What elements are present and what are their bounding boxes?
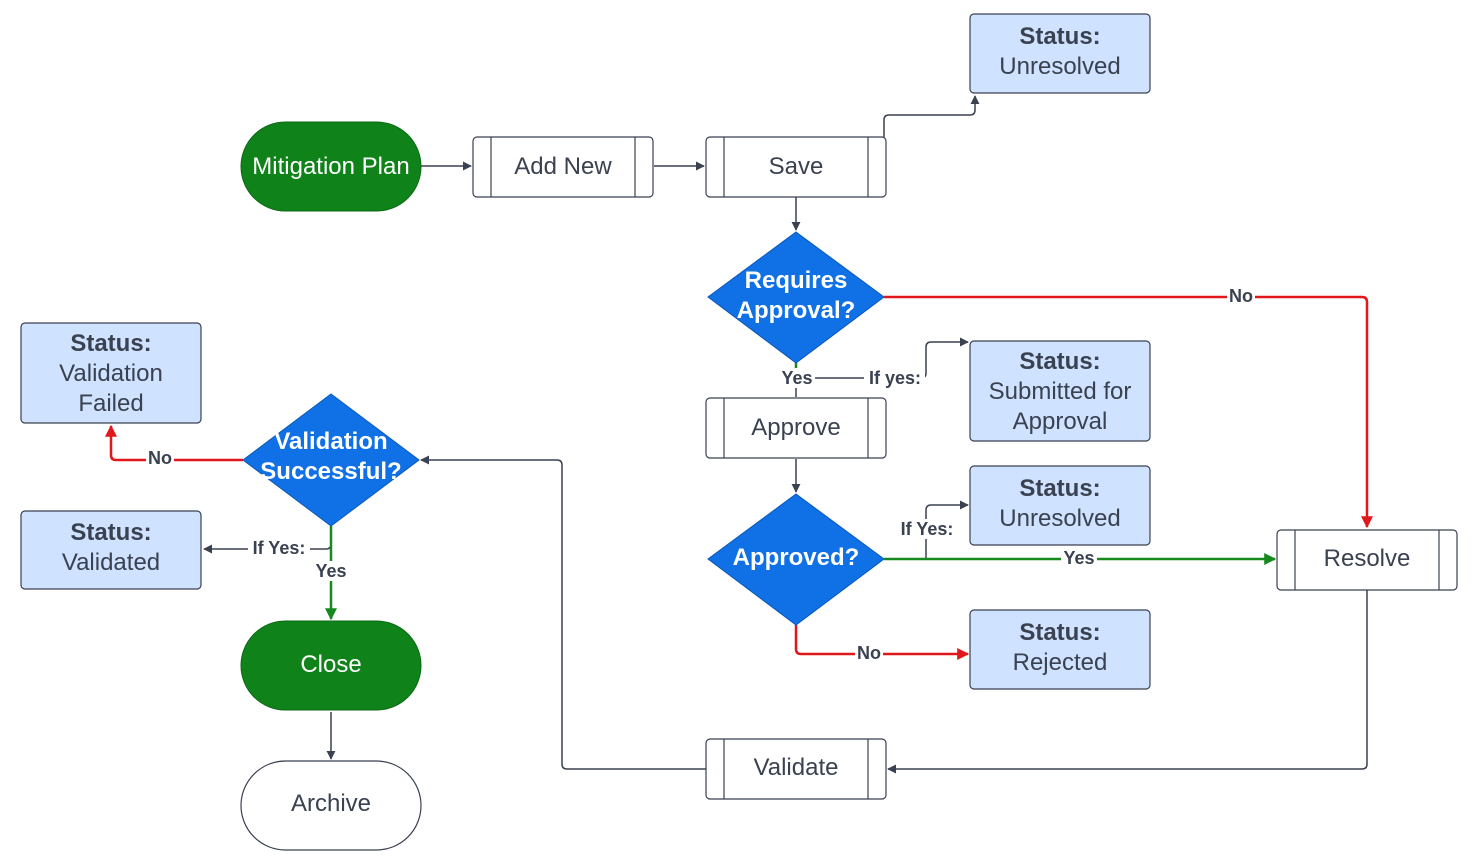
svg-text:No: No (857, 643, 881, 663)
edge-approved-no (794, 625, 970, 660)
node-add-new: Add New (472, 136, 654, 198)
label-approved-yes: Yes (1061, 548, 1097, 568)
svg-text:Failed: Failed (78, 390, 143, 417)
edge-save-to-status-unresolved (883, 95, 980, 137)
status-submitted-for-approval: Status: Submitted for Approval (969, 340, 1151, 442)
svg-text:Submitted for: Submitted for (989, 378, 1132, 405)
status-unresolved-top: Status: Unresolved (969, 13, 1151, 94)
svg-text:Approved?: Approved? (733, 544, 860, 571)
decision-validation-successful: Validation Successful? (242, 393, 420, 527)
node-approve: Approve (705, 397, 887, 459)
svg-text:Status:: Status: (1019, 475, 1100, 502)
svg-text:If yes:: If yes: (869, 368, 921, 388)
edge-requires-no (884, 295, 1373, 529)
edge-validate-to-validation (420, 455, 706, 770)
svg-text:Approval?: Approval? (737, 297, 856, 324)
svg-text:Archive: Archive (291, 790, 371, 817)
svg-text:Validated: Validated (62, 549, 160, 576)
svg-text:Status:: Status: (1019, 23, 1100, 50)
decision-requires-approval: Requires Approval? (707, 231, 885, 364)
svg-text:Mitigation Plan: Mitigation Plan (252, 153, 409, 180)
svg-text:Status:: Status: (70, 330, 151, 357)
edge-validation-no (105, 424, 243, 462)
label-requires-no: No (1227, 286, 1255, 306)
svg-text:No: No (148, 448, 172, 468)
svg-text:Approve: Approve (751, 414, 840, 441)
status-validation-failed: Status: Validation Failed (20, 322, 202, 424)
label-if-yes-upper: If Yes: (896, 519, 958, 539)
svg-text:If Yes:: If Yes: (901, 519, 954, 539)
svg-text:Validation: Validation (59, 360, 163, 387)
node-archive: Archive (240, 760, 422, 851)
svg-text:Yes: Yes (315, 561, 346, 581)
label-approved-no: No (855, 643, 883, 663)
node-validate: Validate (705, 738, 887, 800)
node-save: Save (705, 136, 887, 198)
svg-text:Status:: Status: (1019, 619, 1100, 646)
label-validation-no: No (146, 448, 174, 468)
label-validation-if-yes: If Yes: (248, 538, 310, 558)
svg-text:No: No (1229, 286, 1253, 306)
svg-text:Validate: Validate (754, 754, 839, 781)
svg-text:Save: Save (769, 153, 824, 180)
label-if-yes-lower: If yes: (864, 368, 925, 388)
svg-text:Approval: Approval (1013, 408, 1108, 435)
svg-text:Status:: Status: (1019, 348, 1100, 375)
status-rejected: Status: Rejected (969, 609, 1151, 690)
status-validated: Status: Validated (20, 510, 202, 590)
svg-text:Unresolved: Unresolved (999, 505, 1120, 532)
svg-text:Unresolved: Unresolved (999, 53, 1120, 80)
label-validation-yes: Yes (313, 561, 349, 581)
node-resolve: Resolve (1276, 529, 1458, 591)
svg-text:If Yes:: If Yes: (253, 538, 306, 558)
label-requires-yes: Yes (779, 368, 815, 388)
svg-text:Status:: Status: (70, 519, 151, 546)
svg-text:Rejected: Rejected (1013, 649, 1108, 676)
svg-text:Requires: Requires (745, 267, 848, 294)
decision-approved: Approved? (707, 493, 885, 626)
node-mitigation-plan: Mitigation Plan (240, 121, 422, 212)
svg-text:Resolve: Resolve (1324, 545, 1411, 572)
svg-text:Validation: Validation (274, 428, 387, 455)
svg-text:Add New: Add New (514, 153, 612, 180)
svg-text:Close: Close (300, 651, 361, 678)
svg-text:Yes: Yes (781, 368, 812, 388)
edge-if-yes-unresolved (925, 500, 969, 559)
status-unresolved-mid: Status: Unresolved (969, 465, 1151, 546)
svg-text:Yes: Yes (1063, 548, 1094, 568)
node-close: Close (240, 620, 422, 711)
edge-resolve-to-validate (887, 590, 1368, 774)
svg-text:Successful?: Successful? (260, 458, 401, 485)
